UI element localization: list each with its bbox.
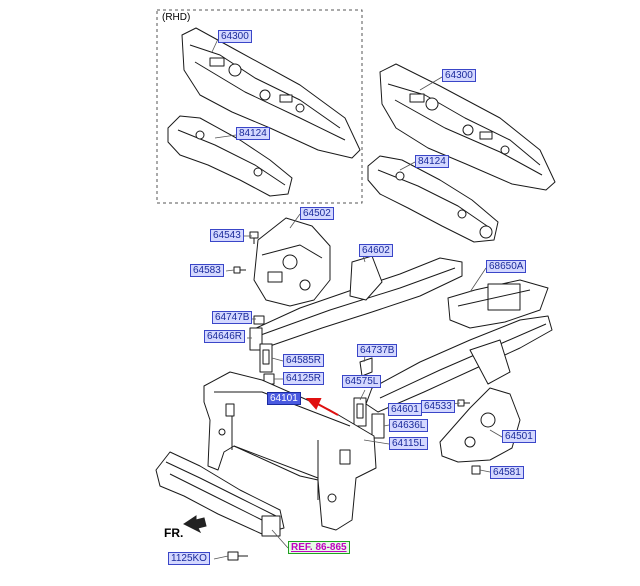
callout-84124[interactable]: 84124 xyxy=(415,155,449,168)
callout-64747B[interactable]: 64747B xyxy=(212,311,253,324)
clip-64543-part xyxy=(249,231,259,244)
callout-64602[interactable]: 64602 xyxy=(359,244,393,257)
side-member-lh-part xyxy=(365,315,553,413)
callout-64533[interactable]: 64533 xyxy=(421,400,455,413)
front-direction-arrow xyxy=(183,515,207,534)
rhd-inset-box xyxy=(156,9,363,204)
rhd-label: (RHD) xyxy=(162,12,191,23)
callout-64115L[interactable]: 64115L xyxy=(389,437,428,450)
bracket-64747b-part xyxy=(253,315,265,325)
callout-64575L[interactable]: 64575L xyxy=(342,375,382,388)
bolt-64581-part xyxy=(471,465,481,475)
bolt-64583-part xyxy=(233,266,246,274)
rhd-insulator-part xyxy=(167,115,293,197)
rhd-dash-panel-part xyxy=(181,27,361,159)
highlight-arrow xyxy=(305,398,339,416)
insulator-part xyxy=(367,155,499,243)
callout-64501[interactable]: 64501 xyxy=(502,430,536,443)
side-member-rh-part xyxy=(251,255,463,347)
callout-rhd-64300[interactable]: 64300 xyxy=(218,30,252,43)
reinforcement-64646r-part xyxy=(249,327,263,351)
bumper-beam-part xyxy=(155,451,285,537)
bracket-64585r-part xyxy=(259,343,273,373)
callout-64543[interactable]: 64543 xyxy=(210,229,244,242)
callout-64737B[interactable]: 64737B xyxy=(357,344,398,357)
reference-link[interactable]: REF. 86-865 xyxy=(288,541,350,554)
callout-64101[interactable]: 64101 xyxy=(267,392,301,405)
callout-64636L[interactable]: 64636L xyxy=(389,419,429,432)
fender-apron-rh-part xyxy=(253,217,331,307)
callout-64502[interactable]: 64502 xyxy=(300,207,334,220)
callout-68650A[interactable]: 68650A xyxy=(486,260,527,273)
callout-64585R[interactable]: 64585R xyxy=(283,354,325,367)
callout-64646R[interactable]: 64646R xyxy=(204,330,246,343)
callout-64125R[interactable]: 64125R xyxy=(283,372,325,385)
bolt-1125ko-part xyxy=(227,551,248,561)
front-direction-label: FR. xyxy=(164,526,184,540)
callout-64581[interactable]: 64581 xyxy=(490,466,524,479)
battery-tray-part xyxy=(447,279,549,329)
fender-apron-lh-part xyxy=(439,387,521,463)
dash-panel-part xyxy=(379,63,556,191)
callout-1125KO[interactable]: 1125KO xyxy=(168,552,210,565)
callout-64583[interactable]: 64583 xyxy=(190,264,224,277)
callout-64601[interactable]: 64601 xyxy=(388,403,422,416)
reinforcement-64636l-part xyxy=(371,413,385,439)
bracket-64737b-part xyxy=(359,357,373,377)
bracket-64575l-part xyxy=(353,397,367,427)
callout-rhd-84124[interactable]: 84124 xyxy=(236,127,270,140)
callout-64300[interactable]: 64300 xyxy=(442,69,476,82)
